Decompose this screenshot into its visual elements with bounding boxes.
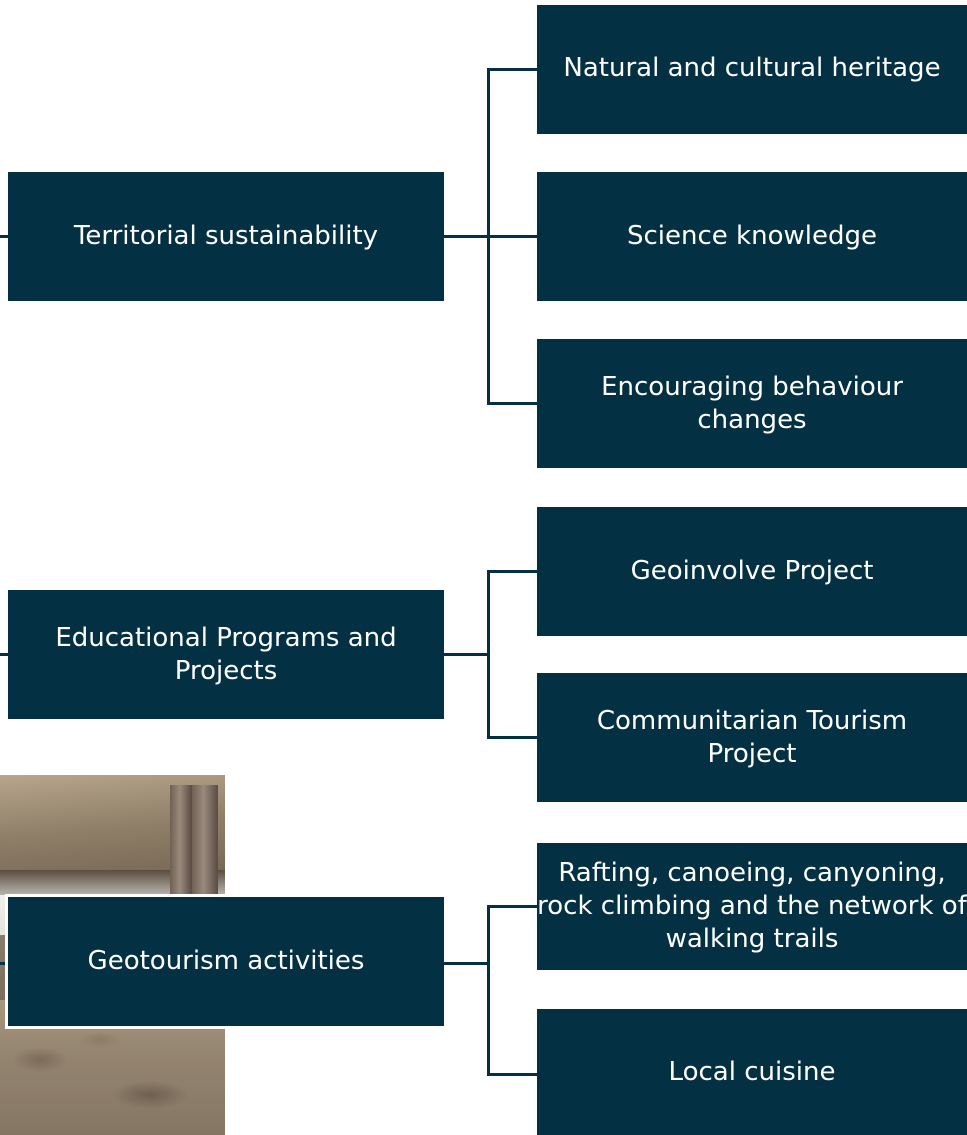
connector-branch	[487, 905, 537, 908]
connector-spine	[487, 570, 490, 739]
connector-branch	[487, 68, 537, 71]
connector-line	[444, 235, 490, 238]
child-box-geotourism-outdoor-activities: Rafting, canoeing, canyoning, rock climb…	[537, 843, 967, 970]
connector-branch	[487, 736, 537, 739]
stub-connector	[0, 235, 8, 238]
stub-connector	[0, 962, 8, 965]
child-box-local-cuisine: Local cuisine	[537, 1009, 967, 1135]
group-box-geotourism-activities: Geotourism activities	[5, 894, 447, 1029]
child-box-geoinvolve-project: Geoinvolve Project	[537, 507, 967, 636]
child-box-encouraging-behaviour-changes: Encouraging behaviour changes	[537, 339, 967, 468]
child-box-communitarian-tourism: Communitarian Tourism Project	[537, 673, 967, 802]
connector-line	[444, 962, 490, 965]
connector-branch	[487, 402, 537, 405]
connector-spine	[487, 905, 490, 1076]
connector-branch	[487, 570, 537, 573]
connector-branch	[487, 1073, 537, 1076]
group-box-educational-programs: Educational Programs and Projects	[8, 590, 444, 719]
child-box-science-knowledge: Science knowledge	[537, 172, 967, 301]
child-box-natural-cultural-heritage: Natural and cultural heritage	[537, 5, 967, 134]
stub-connector	[0, 653, 8, 656]
group-box-territorial-sustainability: Territorial sustainability	[8, 172, 444, 301]
connector-branch	[487, 235, 537, 238]
connector-line	[444, 653, 490, 656]
